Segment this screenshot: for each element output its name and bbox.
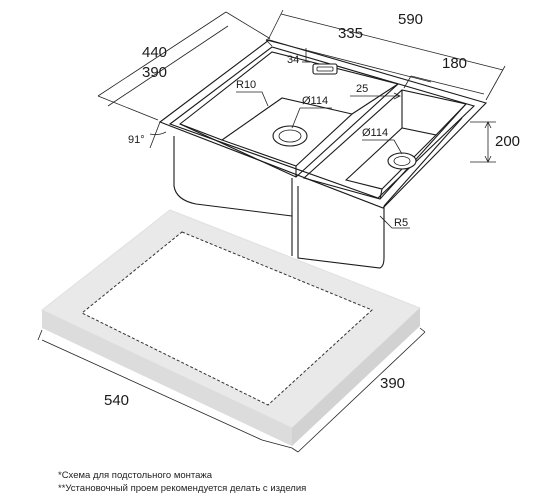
label-radius-inner: R10 — [236, 79, 256, 91]
dim-depth-height — [470, 121, 496, 163]
leader-drain-small — [362, 139, 403, 155]
label-drain-small: Ø114 — [362, 127, 388, 139]
sink-body — [158, 39, 488, 269]
label-overall-width: 590 — [398, 11, 423, 28]
dim-small-bowl-width — [403, 75, 485, 95]
dim-overall-depth — [97, 11, 270, 121]
dim-overall-width — [268, 9, 506, 101]
drain-large — [272, 125, 308, 147]
label-bowl-gap: 25 — [356, 83, 368, 95]
leader-r5 — [379, 215, 410, 229]
dim-large-bowl-width — [265, 37, 432, 83]
label-drain-large: Ø114 — [302, 95, 328, 107]
note-cutout: **Установочный проем рекомендуется делат… — [58, 483, 307, 494]
dim-bowl-depth — [107, 25, 229, 107]
label-angle: 91° — [128, 134, 145, 146]
leader-r10 — [236, 91, 269, 107]
leader-drain-large — [291, 107, 332, 129]
cutout-outline — [81, 231, 373, 406]
label-cutout-depth: 390 — [380, 375, 405, 392]
label-inner-offset: 34 — [287, 54, 299, 66]
label-cutout-width: 540 — [104, 392, 129, 409]
drain-small — [387, 152, 417, 170]
overflow-slot — [312, 63, 338, 75]
countertop-slab — [41, 209, 421, 446]
label-bowl-depth: 390 — [142, 64, 167, 81]
label-radius-outer: R5 — [394, 217, 408, 229]
note-undermount: *Схема для подстольного монтажа — [58, 470, 213, 481]
label-large-bowl-width: 335 — [338, 25, 363, 42]
dim-cutout-width — [37, 329, 293, 449]
dim-bowl-gap — [350, 92, 401, 100]
label-overall-depth: 440 — [142, 44, 167, 61]
label-small-bowl-width: 180 — [442, 55, 467, 72]
angle-arc — [149, 121, 167, 149]
label-depth-height: 200 — [495, 133, 520, 150]
dim-cutout-depth — [291, 327, 426, 453]
dim-inner-offset — [302, 48, 310, 63]
